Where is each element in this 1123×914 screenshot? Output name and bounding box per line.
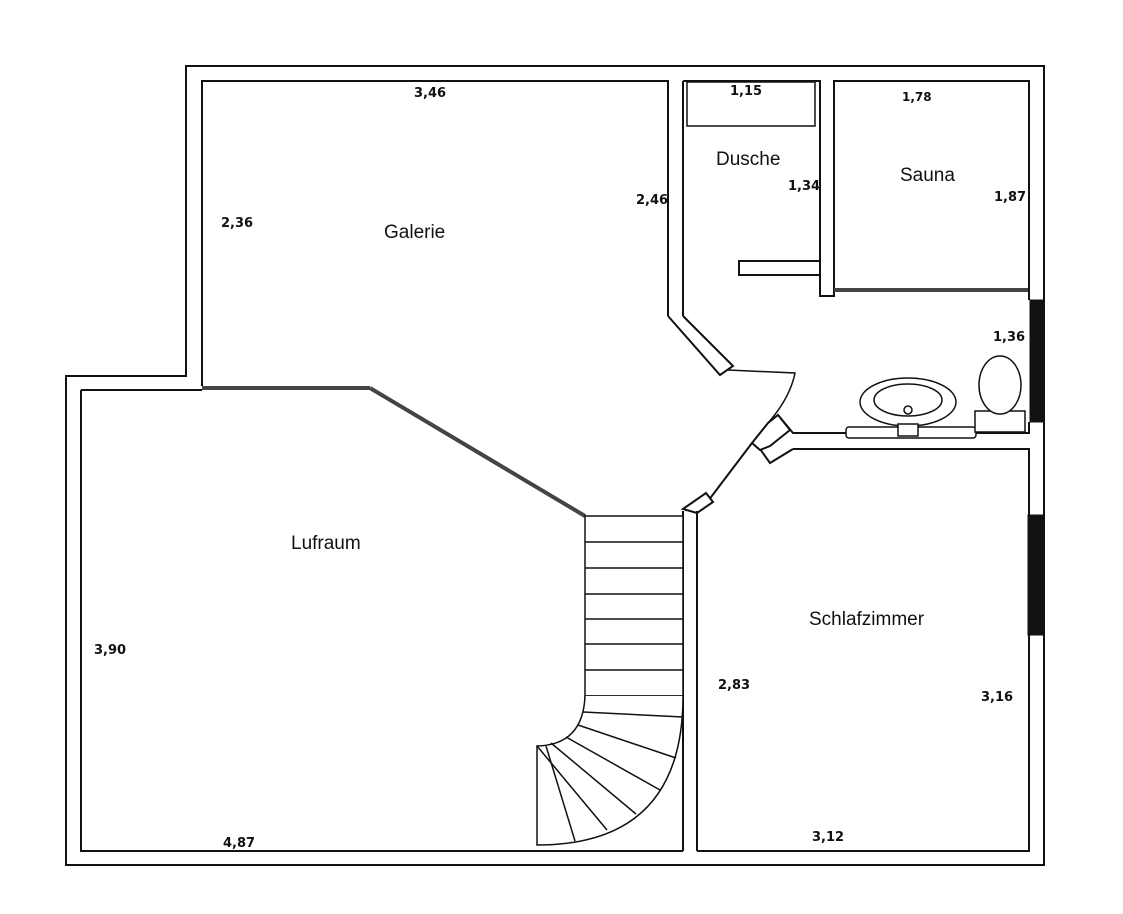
dim-galerie-left: 2,36 bbox=[221, 216, 253, 231]
corridor-wall-upper bbox=[667, 315, 735, 377]
dim-lufraum-left: 3,90 bbox=[94, 643, 126, 658]
staircase bbox=[536, 515, 684, 846]
dim-schlaf-right: 3,16 bbox=[981, 690, 1013, 705]
dusche-wall-top bbox=[683, 80, 1030, 300]
room-label-galerie: Galerie bbox=[384, 222, 445, 243]
inner-wall-bottom bbox=[80, 390, 683, 852]
partition-diagonal bbox=[368, 386, 587, 518]
window-schlaf-glass bbox=[1031, 518, 1041, 632]
room-label-schlafzimmer: Schlafzimmer bbox=[809, 609, 925, 630]
dim-galerie-top: 3,46 bbox=[414, 86, 446, 101]
outer-wall bbox=[65, 65, 1045, 866]
shower-tray bbox=[686, 81, 816, 127]
dim-dusche-top: 1,15 bbox=[730, 84, 762, 99]
dim-sauna-top: 1,78 bbox=[902, 90, 932, 104]
window-bath-glass bbox=[1033, 303, 1041, 419]
dim-lufraum-bottom: 4,87 bbox=[223, 836, 255, 851]
door-swing-arc[interactable] bbox=[727, 369, 796, 424]
dim-sauna-side: 1,87 bbox=[994, 190, 1026, 205]
corridor-wall-lower bbox=[759, 448, 794, 465]
room-label-dusche: Dusche bbox=[716, 149, 780, 170]
sink-drain bbox=[903, 405, 913, 415]
sink-basin-inner bbox=[873, 383, 943, 417]
dim-dusche-side: 1,34 bbox=[788, 179, 820, 194]
dim-galerie-right: 2,46 bbox=[636, 193, 668, 208]
dim-schlaf-bottom: 3,12 bbox=[812, 830, 844, 845]
dusche-wall-stub bbox=[738, 260, 821, 276]
sink-tap bbox=[897, 423, 919, 437]
room-label-lufraum: Lufraum bbox=[291, 533, 361, 554]
toilet-bowl bbox=[978, 355, 1022, 415]
dim-bath-side: 1,36 bbox=[993, 330, 1025, 345]
room-label-sauna: Sauna bbox=[900, 165, 955, 186]
inner-wall-bottom-right bbox=[697, 448, 1030, 852]
door-stub-2 bbox=[680, 491, 715, 515]
inner-wall-galerie bbox=[201, 80, 669, 386]
dim-schlaf-left: 2,83 bbox=[718, 678, 750, 693]
